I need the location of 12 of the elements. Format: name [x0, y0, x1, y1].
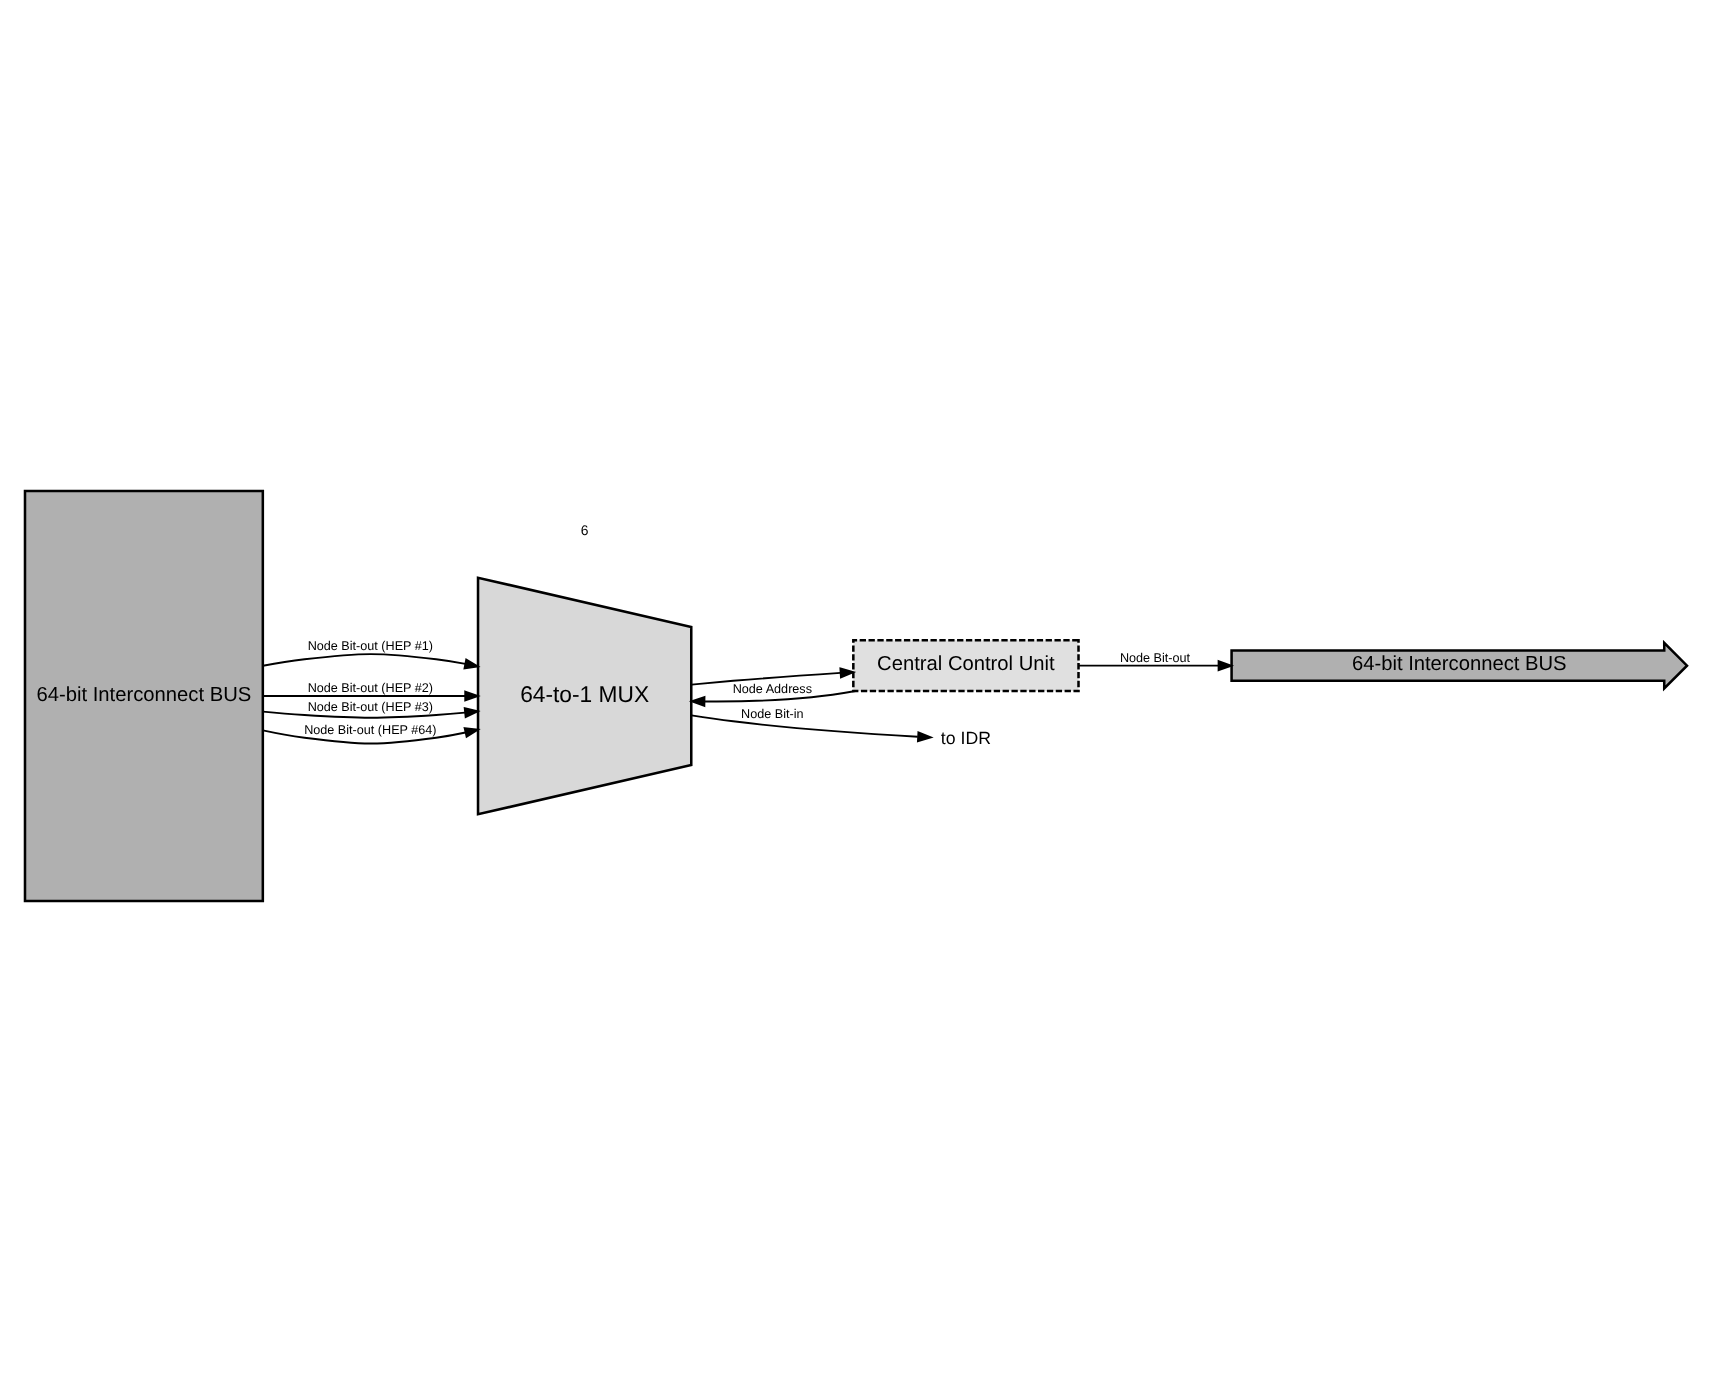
arrow [688, 690, 857, 708]
arrow [1077, 659, 1235, 672]
node-box: 64-to-1 MUX [476, 576, 693, 816]
arrow [262, 653, 481, 670]
arrow [262, 706, 481, 719]
arrow [690, 714, 934, 743]
node-box: 64-bit Interconnect BUS [23, 489, 265, 903]
node-box: Central Control Unit [852, 639, 1080, 693]
node-text: to IDR [940, 727, 991, 748]
arrow [690, 667, 857, 686]
arrow [261, 727, 481, 745]
arrow [262, 690, 481, 702]
